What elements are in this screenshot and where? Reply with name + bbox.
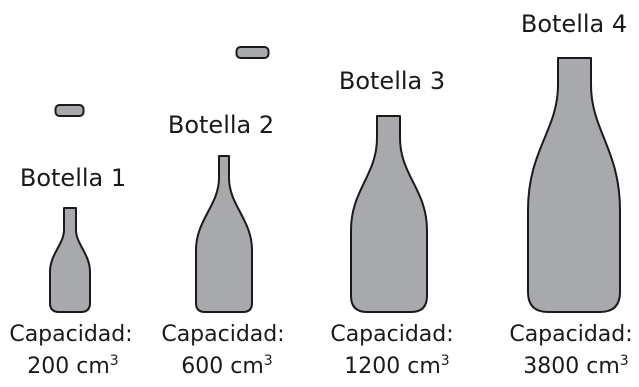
bottle-3-capacity-label: Capacidad: bbox=[330, 322, 454, 347]
bottle-1-title: Botella 1 bbox=[19, 164, 127, 192]
bottle-2-capacity-exponent: 3 bbox=[263, 353, 273, 369]
bottle-4-cap bbox=[235, 46, 270, 59]
bottle-3 bbox=[54, 104, 428, 313]
bottle-2-capacity-unit: cm bbox=[230, 354, 264, 379]
bottle-3-capacity-number: 1200 bbox=[344, 354, 401, 379]
bottle-2-capacity-label: Capacidad: bbox=[161, 322, 285, 347]
bottle-2-title: Botella 2 bbox=[167, 111, 275, 139]
bottle-4-body bbox=[527, 57, 621, 313]
bottle-4 bbox=[235, 46, 621, 313]
bottle-3-capacity-exponent: 3 bbox=[440, 353, 450, 369]
bottle-4-capacity-number: 3800 bbox=[523, 354, 580, 379]
bottle-1-capacity-value: 200 cm3 bbox=[27, 353, 119, 379]
bottle-3-cap bbox=[54, 104, 85, 117]
bottle-1-body bbox=[49, 207, 91, 313]
bottle-2-capacity-value: 600 cm3 bbox=[181, 353, 273, 379]
bottle-2 bbox=[195, 155, 253, 313]
bottle-2-body bbox=[195, 155, 253, 313]
bottle-1-capacity-number: 200 bbox=[27, 354, 70, 379]
bottle-1-capacity-label: Capacidad: bbox=[9, 322, 133, 347]
bottle-3-body bbox=[350, 115, 428, 313]
bottle-1-capacity-exponent: 3 bbox=[109, 353, 119, 369]
bottle-1 bbox=[49, 207, 91, 313]
bottle-4-capacity-value: 3800 cm3 bbox=[523, 353, 629, 379]
bottle-1-capacity-unit: cm bbox=[76, 354, 110, 379]
bottle-4-capacity-label: Capacidad: bbox=[509, 322, 633, 347]
bottle-4-capacity-exponent: 3 bbox=[619, 353, 629, 369]
bottle-4-title: Botella 4 bbox=[520, 10, 628, 38]
bottle-2-capacity-number: 600 bbox=[181, 354, 224, 379]
bottle-4-capacity-unit: cm bbox=[586, 354, 620, 379]
bottle-3-title: Botella 3 bbox=[338, 67, 446, 95]
bottle-3-capacity-value: 1200 cm3 bbox=[344, 353, 450, 379]
bottle-3-capacity-unit: cm bbox=[407, 354, 441, 379]
